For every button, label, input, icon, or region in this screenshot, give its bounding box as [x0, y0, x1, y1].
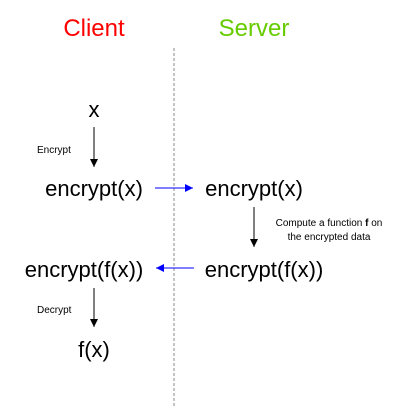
- client-header: Client: [63, 15, 125, 42]
- encrypt-label: Encrypt: [37, 145, 71, 156]
- server-header: Server: [219, 15, 290, 42]
- server-encrypted-fx: encrypt(f(x)): [205, 257, 324, 282]
- server-encrypted-x: encrypt(x): [205, 176, 303, 201]
- client-encrypted-x: encrypt(x): [45, 176, 143, 201]
- compute-label-line1: Compute a function f on: [276, 218, 383, 229]
- client-input-x: x: [89, 97, 100, 122]
- client-output-fx: f(x): [78, 337, 110, 362]
- compute-label-line2: the encrypted data: [288, 232, 371, 243]
- decrypt-label: Decrypt: [37, 305, 72, 316]
- client-encrypted-fx: encrypt(f(x)): [25, 257, 144, 282]
